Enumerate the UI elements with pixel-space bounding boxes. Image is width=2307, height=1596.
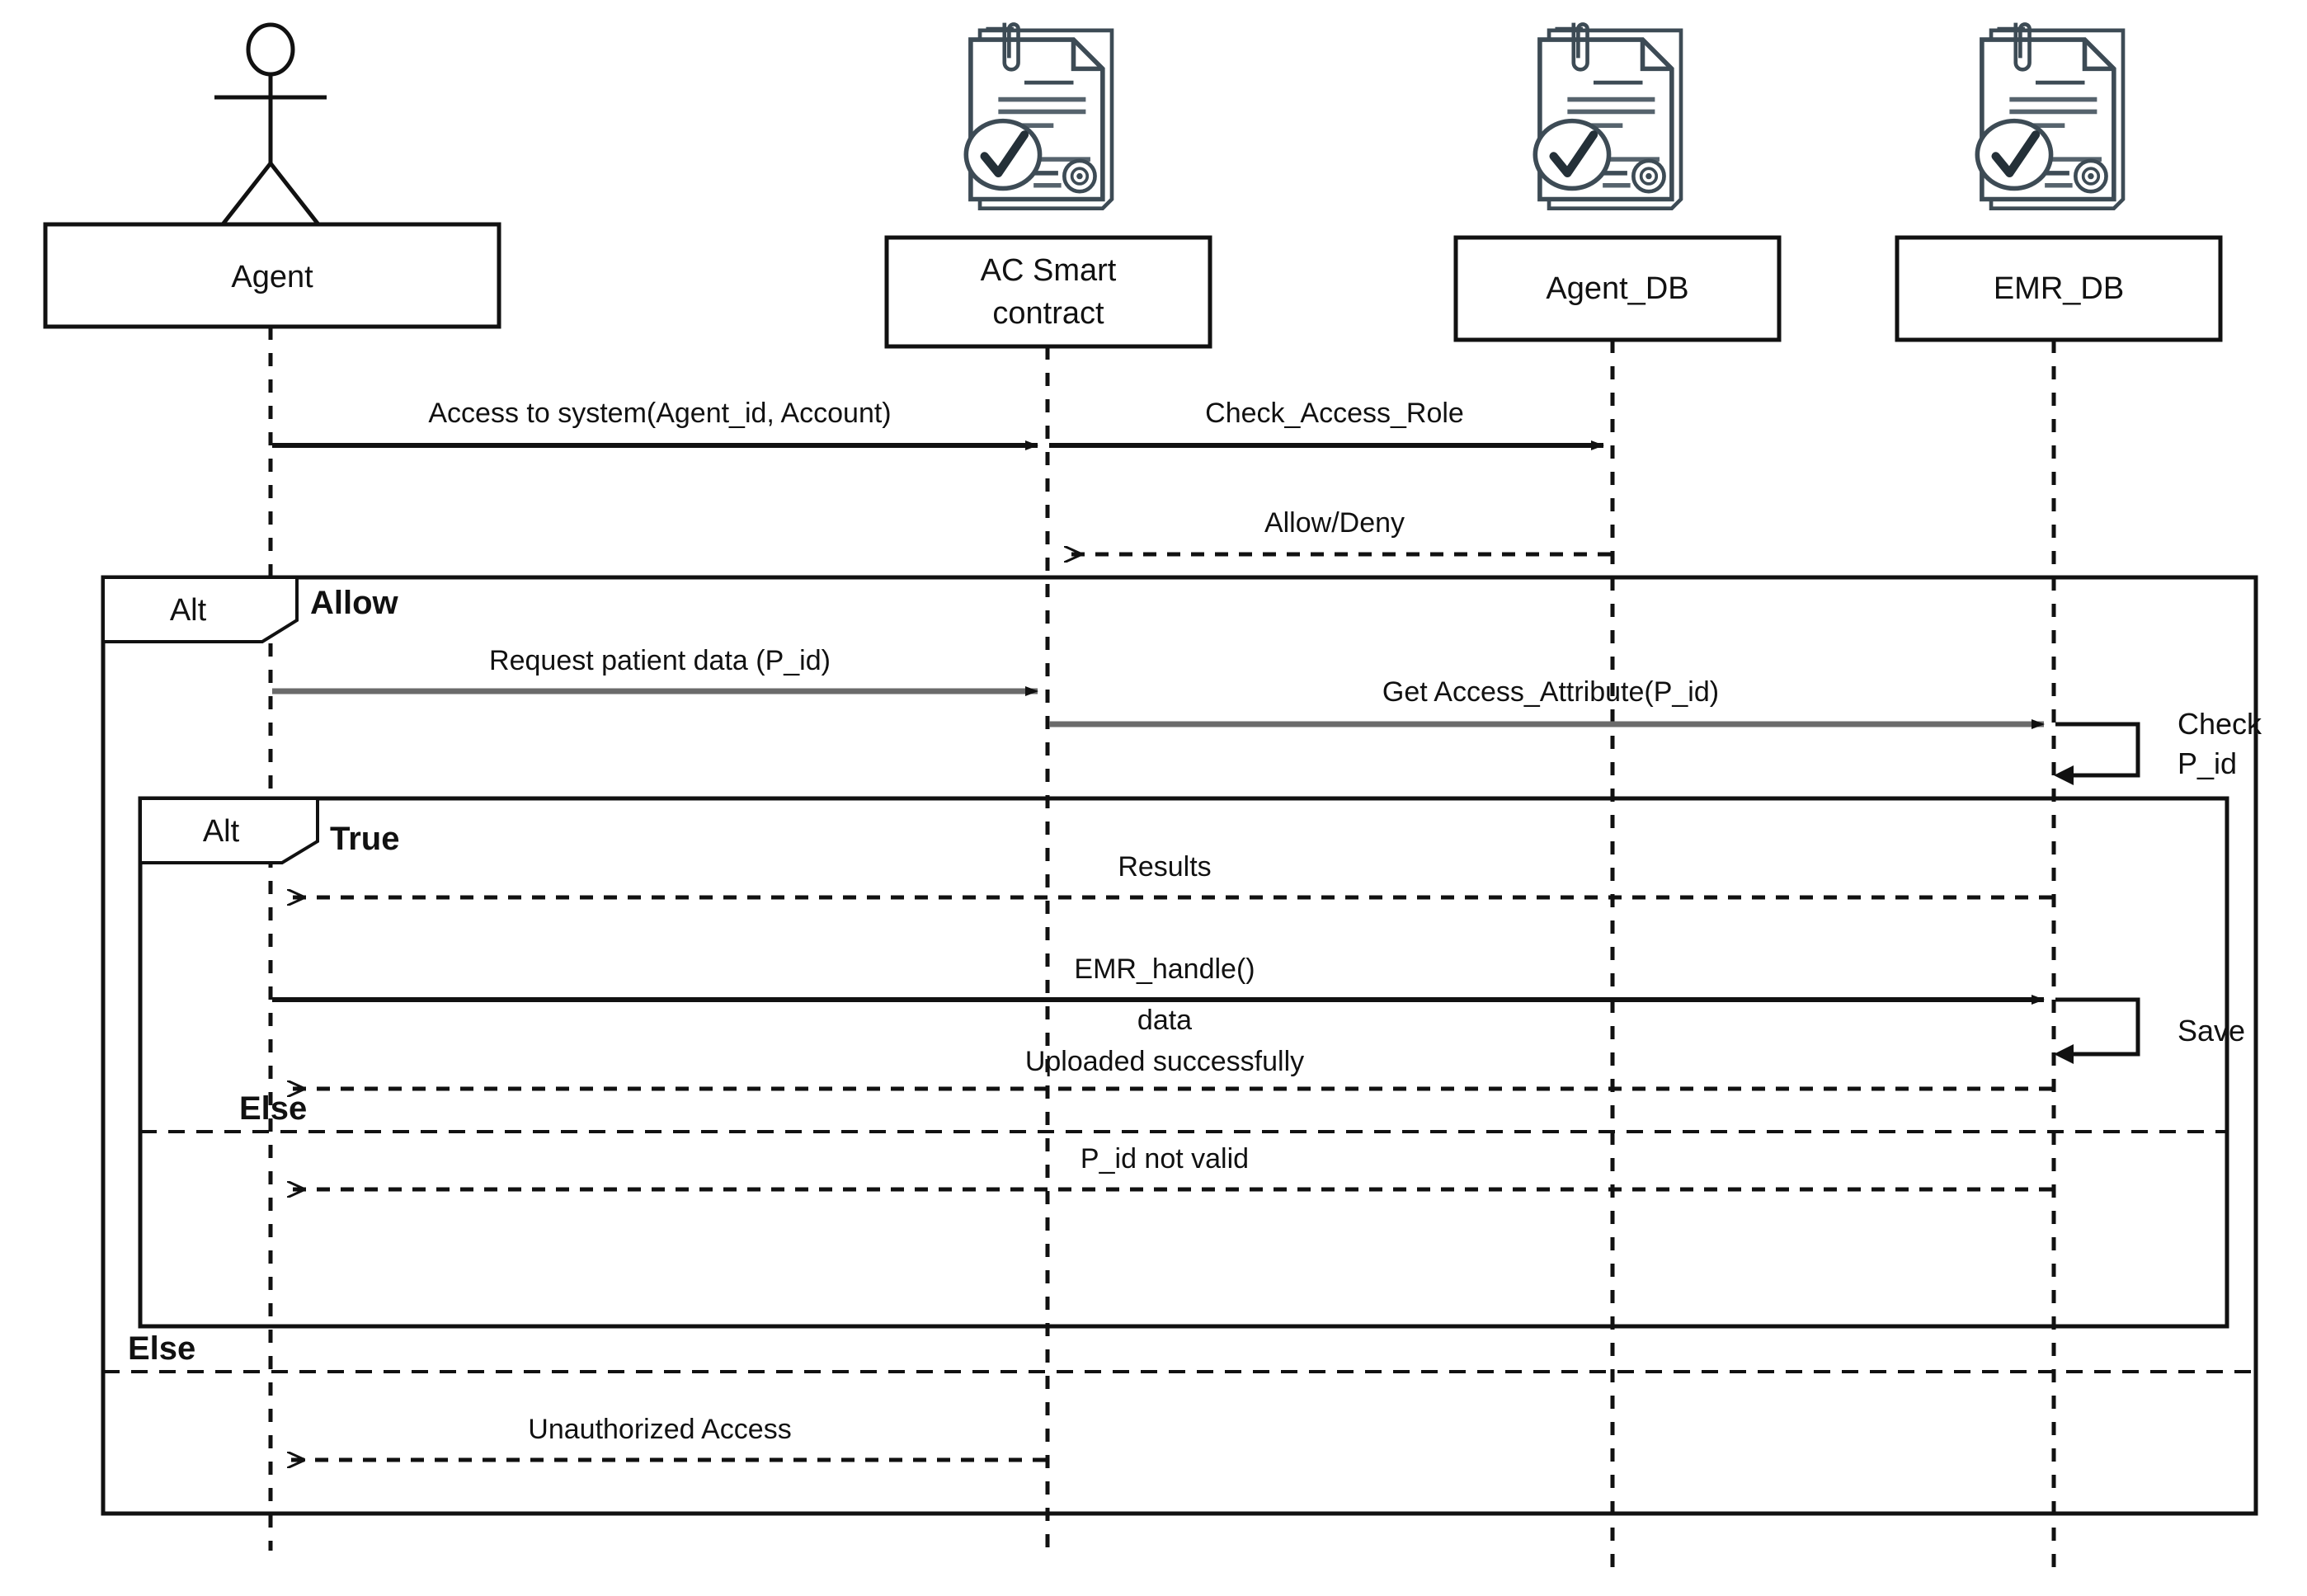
smart-contract-document-icon	[966, 23, 1112, 209]
message-check-access-role[interactable]: Check_Access_Role	[1049, 398, 1604, 450]
message-data-uploaded-successfully[interactable]: data Uploaded successfully	[289, 1005, 2052, 1089]
message-label-allow-deny: Allow/Deny	[1264, 507, 1405, 539]
message-label-request-patient-data: Request patient data (P_id)	[489, 645, 831, 676]
participant-contract[interactable]: AC Smart contract	[884, 235, 1212, 349]
self-message-save[interactable]: Save	[2054, 997, 2245, 1064]
self-message-label-pid: P_id	[2178, 746, 2237, 780]
fragment-operator-alt-outer: Alt	[170, 593, 207, 628]
message-p-id-not-valid[interactable]: P_id not valid	[289, 1143, 2052, 1189]
message-label-get-access-attribute: Get Access_Attribute(P_id)	[1382, 676, 1719, 708]
participant-label-contract-line2: contract	[992, 296, 1104, 331]
fragment-condition-true: True	[330, 821, 399, 857]
self-message-label-check: Check	[2178, 707, 2262, 741]
participant-label-contract-line1: AC Smart	[981, 253, 1117, 288]
participant-label-agent: Agent	[231, 260, 313, 294]
message-unauthorized-access[interactable]: Unauthorized Access	[289, 1414, 1046, 1460]
participant-agent[interactable]: Agent	[43, 222, 501, 329]
fragment-else-label-outer: Else	[128, 1330, 195, 1367]
message-request-patient-data[interactable]: Request patient data (P_id)	[272, 645, 1038, 696]
message-label-access-to-system: Access to system(Agent_id, Account)	[428, 398, 891, 429]
message-results[interactable]: Results	[289, 851, 2052, 897]
message-emr-handle[interactable]: EMR_handle()	[272, 953, 2045, 1005]
message-label-check-access-role: Check_Access_Role	[1205, 398, 1464, 429]
self-message-label-save: Save	[2178, 1014, 2245, 1048]
fragment-else-label-inner: Else	[239, 1090, 307, 1127]
message-label-p-id-not-valid: P_id not valid	[1081, 1143, 1249, 1175]
participant-label-emrdb: EMR_DB	[1994, 271, 2124, 306]
participant-label-agentdb: Agent_DB	[1546, 271, 1688, 306]
smart-contract-document-icon	[1977, 23, 2123, 209]
participant-agentdb[interactable]: Agent_DB	[1453, 235, 1782, 342]
fragment-alt-inner: Alt True Else	[138, 796, 2229, 1329]
actor-stick-figure-icon	[214, 22, 327, 226]
message-label-data: data	[1137, 1005, 1192, 1036]
message-allow-deny[interactable]: Allow/Deny	[1066, 507, 1611, 554]
participant-emrdb[interactable]: EMR_DB	[1895, 235, 2223, 342]
smart-contract-document-icon	[1535, 23, 1681, 209]
fragment-alt-outer: Alt Allow Else	[101, 575, 2258, 1516]
fragment-operator-alt-inner: Alt	[203, 814, 240, 849]
message-label-unauthorized-access: Unauthorized Access	[528, 1414, 791, 1445]
message-label-results: Results	[1118, 851, 1211, 883]
message-label-uploaded-successfully: Uploaded successfully	[1025, 1046, 1304, 1077]
self-message-check-p-id[interactable]: Check P_id	[2054, 707, 2262, 785]
message-access-to-system[interactable]: Access to system(Agent_id, Account)	[272, 398, 1038, 450]
message-get-access-attribute[interactable]: Get Access_Attribute(P_id)	[1049, 676, 2045, 729]
fragment-condition-allow: Allow	[310, 585, 399, 621]
message-label-emr-handle: EMR_handle()	[1074, 953, 1255, 985]
